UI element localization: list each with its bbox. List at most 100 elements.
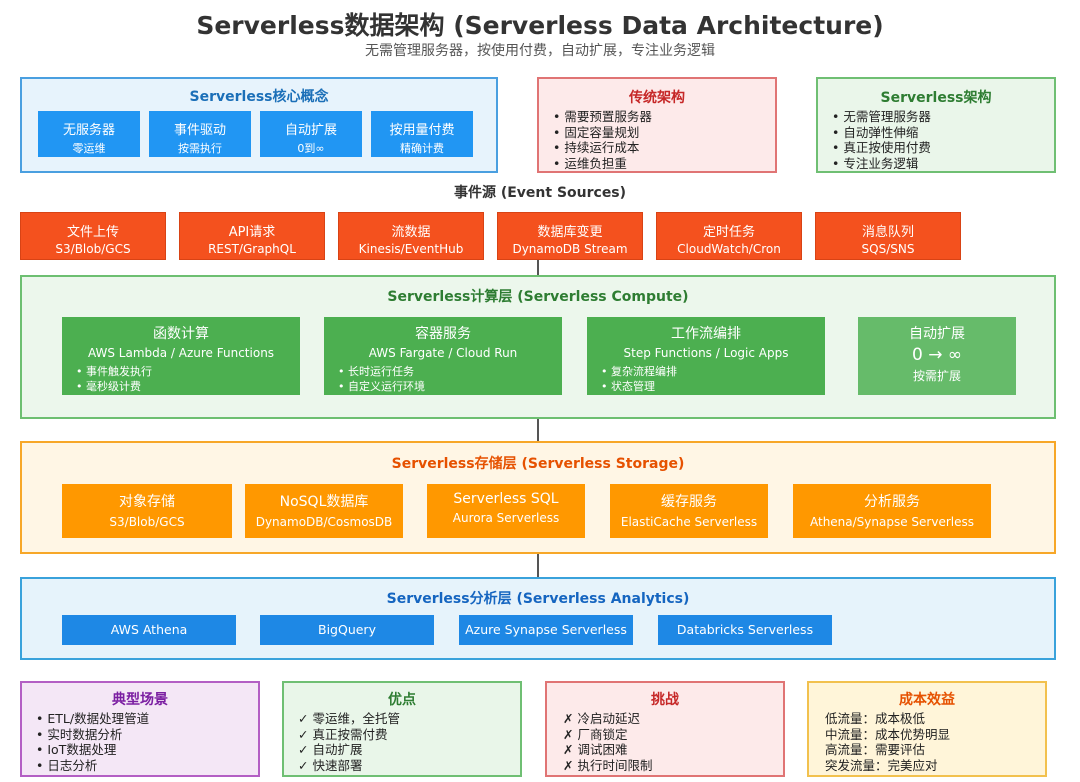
analytics-bigquery: BigQuery [260,615,434,645]
storage-label: Serverless SQL [453,491,559,507]
list-item: • ETL/数据处理管道 [36,711,150,726]
event-sub: CloudWatch/Cron [677,242,781,256]
compute-label: 函数计算 [153,326,209,342]
analytics-athena: AWS Athena [62,615,236,645]
concept-label: 无服务器 [62,123,115,138]
list-item: • 事件触发执行 [76,365,152,378]
pros-title: 优点 [388,692,416,708]
page-subtitle: 无需管理服务器，按使用付费，自动扩展，专注业务逻辑 [365,43,715,59]
storage-sub: ElastiCache Serverless [620,515,758,529]
analytics-layer-title: Serverless分析层 (Serverless Analytics) [386,591,690,607]
analytics-databricks: Databricks Serverless [658,615,832,645]
serverless-arch-title: Serverless架构 [880,90,992,106]
compute-label: 容器服务 [415,326,471,342]
traditional-arch-panel: 传统架构 • 需要预置服务器 • 固定容量规划 • 持续运行成本 • 运维负担重 [537,77,777,173]
list-item: ✗ 调试困难 [563,742,628,757]
serverless-arch-list: • 无需管理服务器 • 自动弹性伸缩 • 真正按使用付费 • 专注业务逻辑 [832,109,931,171]
page-title: Serverless数据架构 (Serverless Data Architec… [196,11,884,40]
event-message-queue: 消息队列 SQS/SNS [815,212,961,260]
compute-sub: AWS Fargate / Cloud Run [368,346,518,360]
challenges-list: ✗ 冷启动延迟 ✗ 厂商锁定 ✗ 调试困难 ✗ 执行时间限制 [563,711,652,773]
list-item: • 复杂流程编排 [601,365,677,378]
compute-layer-title: Serverless计算层 (Serverless Compute) [387,289,689,305]
cost-benefit-list: 低流量：成本极低 中流量：成本优势明显 高流量：需要评估 突发流量：完美应对 [825,711,950,773]
event-file-upload: 文件上传 S3/Blob/GCS [20,212,166,260]
storage-serverless-sql: Serverless SQL Aurora Serverless [427,484,585,538]
storage-sub: Aurora Serverless [452,511,560,525]
challenges-panel: 挑战 ✗ 冷启动延迟 ✗ 厂商锁定 ✗ 调试困难 ✗ 执行时间限制 [545,681,785,777]
storage-label: 对象存储 [119,494,175,510]
list-item: • 固定容量规划 [553,124,640,140]
list-item: ✗ 厂商锁定 [563,726,628,742]
list-item: • 长时运行任务 [338,365,414,378]
concept-label: 按用量付费 [389,123,455,138]
event-scheduled-task: 定时任务 CloudWatch/Cron [656,212,802,260]
list-item: 中流量：成本优势明显 [825,726,951,742]
concept-sub: 精确计费 [400,142,444,155]
list-item: ✓ 自动扩展 [298,742,363,757]
scale-label: 自动扩展 [909,326,965,342]
event-label: 数据库变更 [537,225,603,240]
list-item: • 持续运行成本 [553,140,640,155]
concept-label: 事件驱动 [173,123,226,138]
list-item: 突发流量：完美应对 [825,757,938,773]
compute-workflow: 工作流编排 Step Functions / Logic Apps • 复杂流程… [587,317,825,395]
analytics-layer-panel: Serverless分析层 (Serverless Analytics) AWS… [20,577,1056,660]
event-label: API请求 [228,225,276,240]
storage-nosql: NoSQL数据库 DynamoDB/CosmosDB [245,484,403,538]
compute-container: 容器服务 AWS Fargate / Cloud Run • 长时运行任务 • … [324,317,562,395]
event-label: 文件上传 [66,225,119,240]
list-item: • IoT数据处理 [36,742,117,757]
compute-label: 工作流编排 [671,326,741,342]
storage-sub: S3/Blob/GCS [109,515,185,529]
connector-line [537,554,539,577]
scale-value: 0 → ∞ [911,345,963,365]
event-label: 流数据 [391,225,431,240]
concept-sub: 零运维 [72,142,106,155]
storage-analytics: 分析服务 Athena/Synapse Serverless [793,484,991,538]
event-api-request: API请求 REST/GraphQL [179,212,325,260]
cost-benefit-title: 成本效益 [899,692,955,708]
event-sources-title: 事件源 (Event Sources) [453,185,627,201]
list-item: 高流量：需要评估 [825,742,926,757]
challenges-title: 挑战 [651,692,679,708]
list-item: ✓ 快速部署 [298,757,363,773]
scenarios-list: • ETL/数据处理管道 • 实时数据分析 • IoT数据处理 • 日志分析 [36,711,149,773]
pros-list: ✓ 零运维，全托管 ✓ 真正按需付费 ✓ 自动扩展 ✓ 快速部署 [298,711,400,773]
compute-sub: Step Functions / Logic Apps [623,346,789,360]
analytics-synapse: Azure Synapse Serverless [459,615,633,645]
scenarios-title: 典型场景 [112,692,168,708]
list-item: 低流量：成本极低 [825,711,926,726]
scenarios-panel: 典型场景 • ETL/数据处理管道 • 实时数据分析 • IoT数据处理 • 日… [20,681,260,777]
list-item: • 运维负担重 [553,155,627,171]
storage-sub: DynamoDB/CosmosDB [255,515,393,529]
list-item: • 专注业务逻辑 [832,155,919,171]
concept-sub: 0到∞ [297,142,325,155]
list-item: • 真正按使用付费 [832,140,931,155]
list-item: • 无需管理服务器 [832,109,931,124]
list-item: ✗ 执行时间限制 [563,757,653,773]
core-concepts-title: Serverless核心概念 [189,89,329,105]
list-item: • 毫秒级计费 [76,380,141,393]
concept-label: 自动扩展 [284,123,337,138]
list-item: ✓ 零运维，全托管 [298,711,400,726]
compute-auto-scale: 自动扩展 0 → ∞ 按需扩展 [858,317,1016,395]
event-sub: REST/GraphQL [208,242,296,256]
list-item: • 自定义运行环境 [338,380,425,393]
list-item: • 日志分析 [36,757,98,773]
concept-sub: 按需执行 [178,142,222,155]
concept-auto-scale: 自动扩展 0到∞ [260,111,362,157]
pros-panel: 优点 ✓ 零运维，全托管 ✓ 真正按需付费 ✓ 自动扩展 ✓ 快速部署 [282,681,522,777]
concept-pay-per-use: 按用量付费 精确计费 [371,111,473,157]
compute-bullets: • 事件触发执行 • 毫秒级计费 [76,364,300,394]
compute-function: 函数计算 AWS Lambda / Azure Functions • 事件触发… [62,317,300,395]
event-label: 消息队列 [861,225,914,240]
connector-line [537,419,539,441]
storage-cache: 缓存服务 ElastiCache Serverless [610,484,768,538]
storage-label: 分析服务 [864,494,920,510]
storage-object: 对象存储 S3/Blob/GCS [62,484,232,538]
scale-sub: 按需扩展 [912,369,961,383]
event-sub: Kinesis/EventHub [358,242,464,256]
traditional-arch-list: • 需要预置服务器 • 固定容量规划 • 持续运行成本 • 运维负担重 [553,109,652,171]
compute-bullets: • 长时运行任务 • 自定义运行环境 [338,364,562,394]
